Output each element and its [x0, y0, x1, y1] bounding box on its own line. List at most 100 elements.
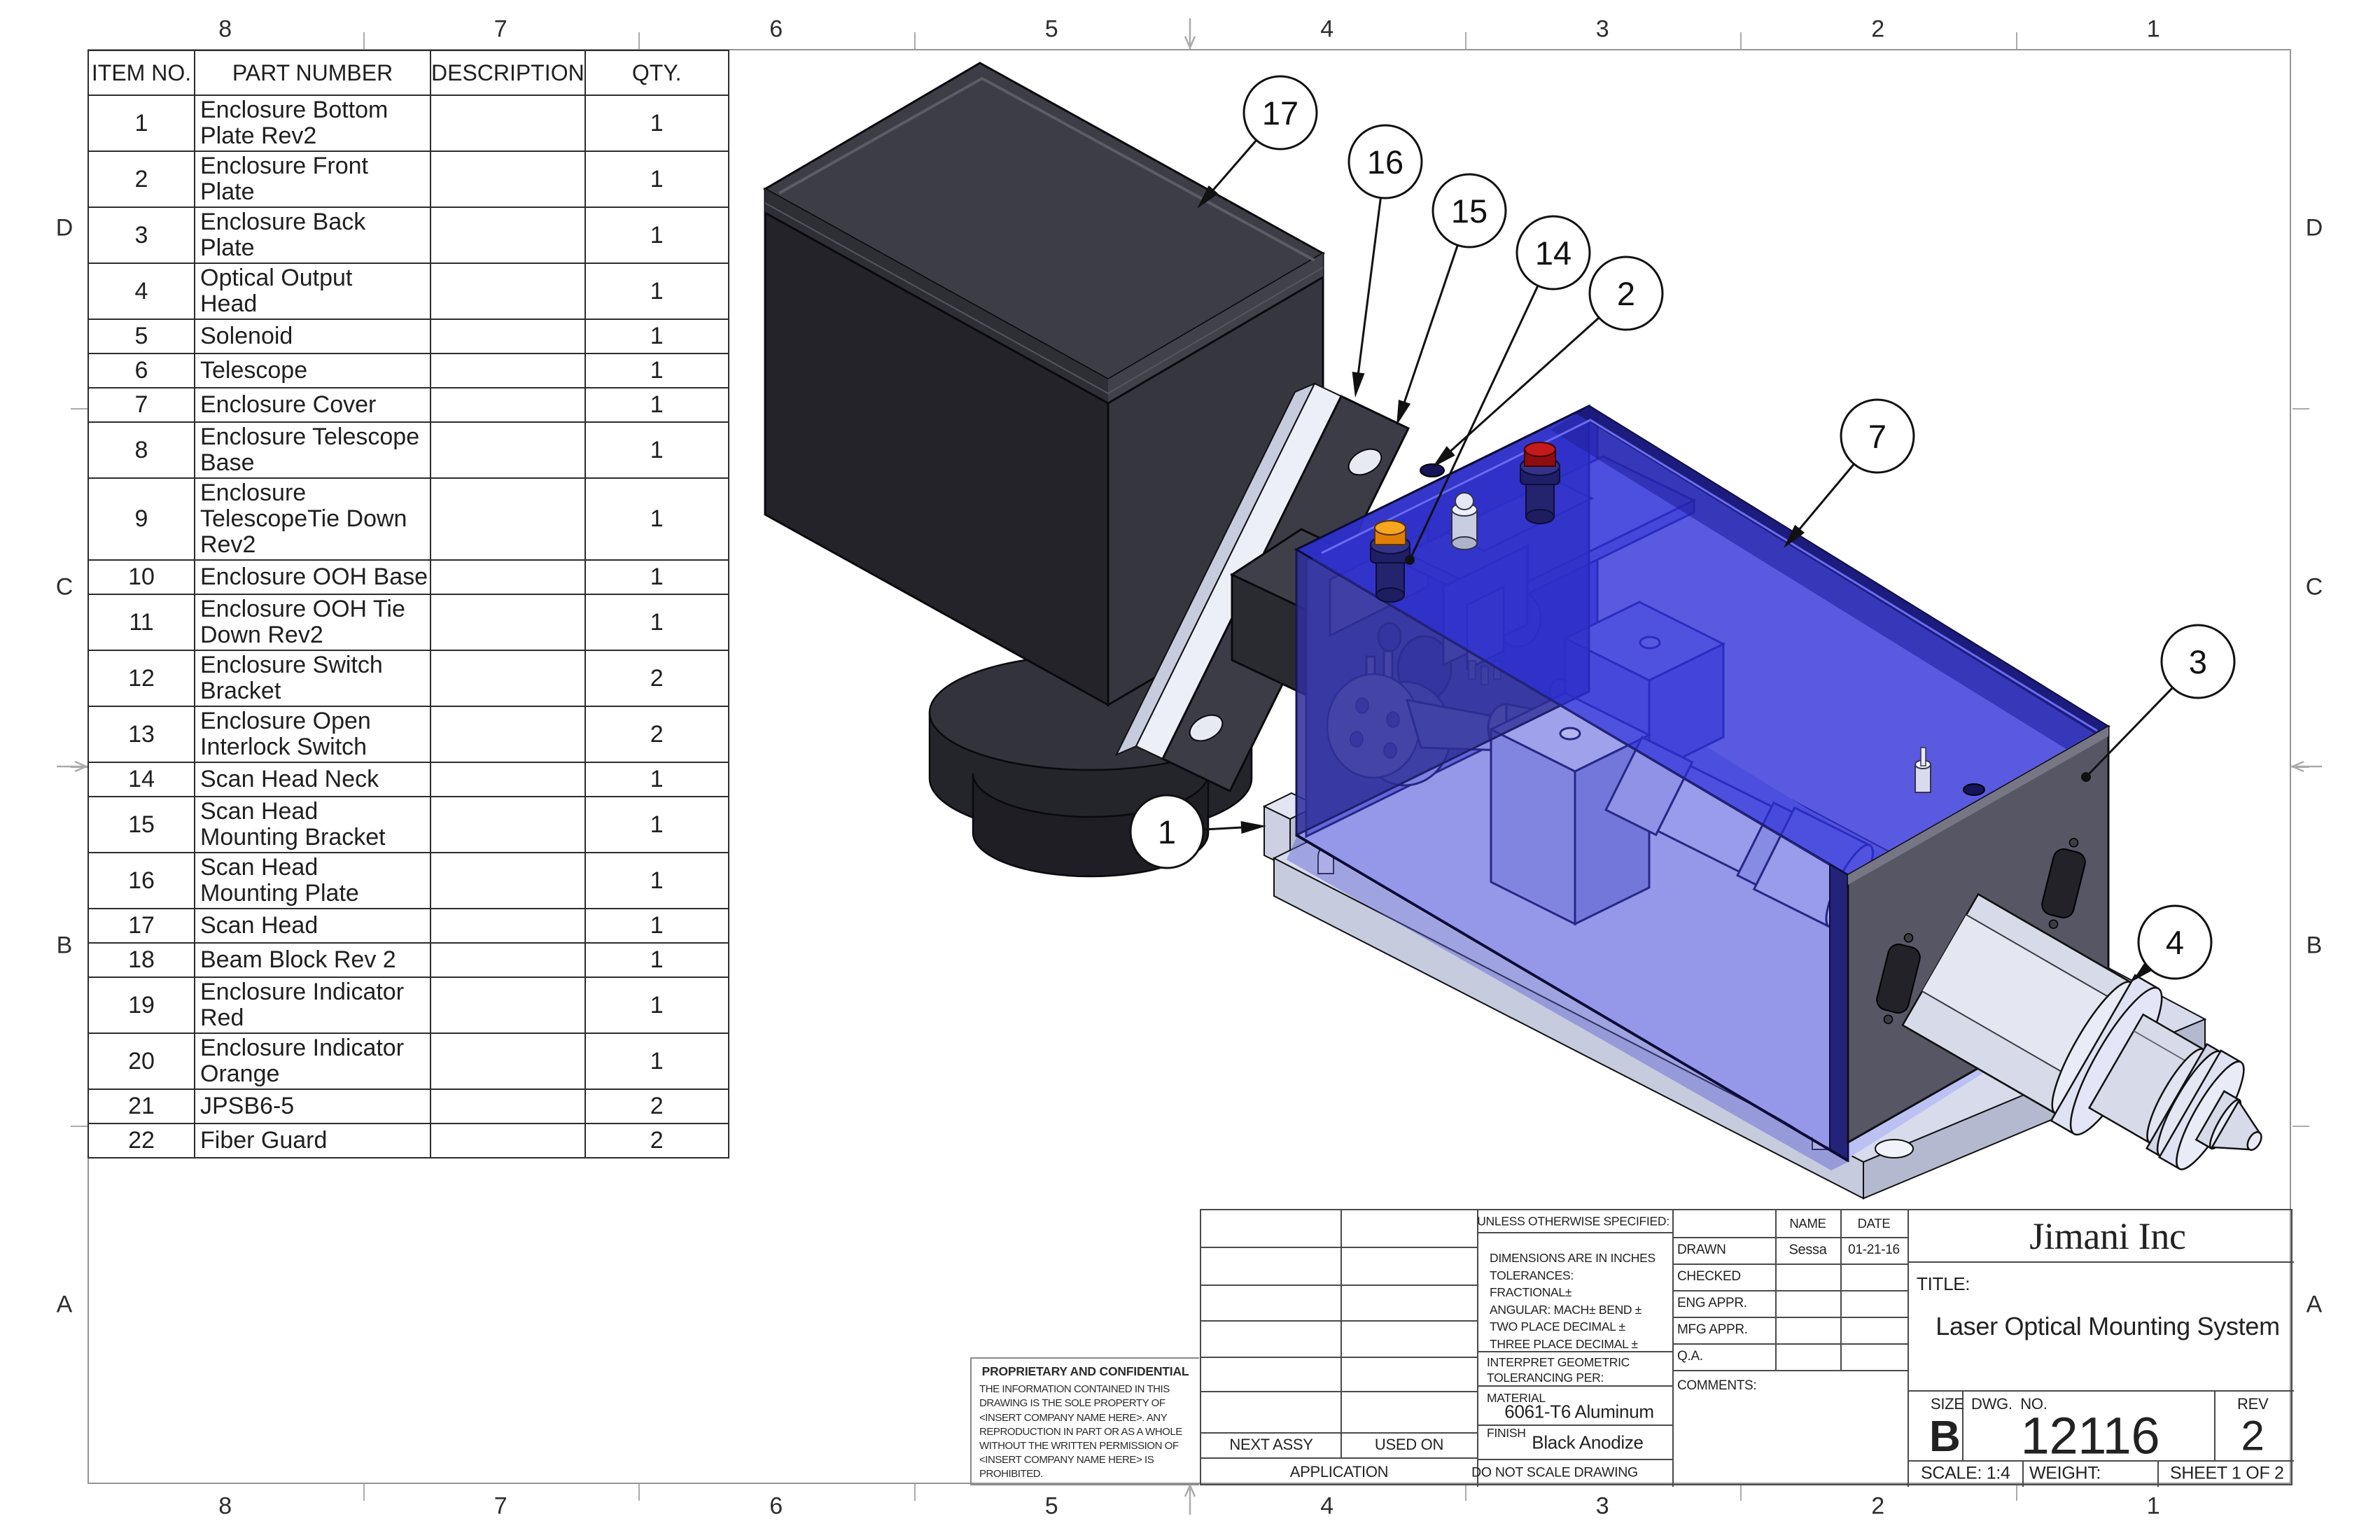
bom-cell-description: [430, 976, 586, 1034]
bom-cell-part: JPSB6-5: [194, 1088, 431, 1124]
bom-cell-part: Enclosure Bottom Plate Rev2: [194, 94, 431, 152]
bom-cell-item: 15: [88, 796, 195, 853]
bom-cell-item: 18: [88, 942, 195, 978]
title-block-line: [1477, 1424, 1672, 1426]
approval-label: DRAWN: [1677, 1242, 1726, 1257]
bom-cell-description: [430, 942, 586, 978]
zone-tick: [71, 1125, 88, 1127]
bom-cell-qty: 1: [584, 942, 729, 978]
balloon-3: 3: [2081, 624, 2236, 782]
bom-cell-part: Scan Head Mounting Bracket: [194, 796, 431, 853]
title-block-line: [1672, 1343, 1907, 1345]
finish-value: Black Anodize: [1532, 1432, 1644, 1453]
bom-cell-item: 20: [88, 1032, 195, 1090]
bom-cell-part: Enclosure Telescope Base: [194, 421, 431, 479]
proprietary-note: PROPRIETARY AND CONFIDENTIAL THE INFORMA…: [970, 1357, 1199, 1485]
zone-tick: [2015, 1484, 2017, 1501]
zone-tick: [2292, 407, 2309, 410]
proprietary-body: THE INFORMATION CONTAINED IN THIS DRAWIN…: [979, 1383, 1182, 1480]
zone-col-top: 5: [1044, 15, 1058, 43]
rev-value: 2: [2241, 1412, 2264, 1460]
bom-cell-qty: 1: [584, 908, 729, 944]
bom-cell-part: Enclosure Switch Bracket: [194, 650, 431, 707]
bom-cell-description: [430, 1123, 586, 1158]
bom-cell-description: [430, 594, 586, 651]
bom-cell-description: [430, 353, 586, 388]
weight-text: WEIGHT:: [2029, 1463, 2101, 1483]
zone-col-bottom: 8: [218, 1492, 232, 1520]
bom-cell-qty: 2: [584, 1123, 729, 1158]
zone-tick: [638, 32, 640, 49]
title-block-line: [1201, 1247, 1477, 1248]
title-block-line: [1477, 1351, 1672, 1352]
scan-head: [762, 62, 1326, 707]
bom-cell-description: [430, 206, 586, 264]
bom-cell-part: Scan Head Mounting Plate: [194, 852, 431, 909]
bom-cell-description: [430, 421, 586, 479]
zone-row-right: B: [2306, 932, 2323, 959]
zone-col-bottom: 4: [1320, 1492, 1334, 1520]
bom-header-item: ITEM NO.: [88, 50, 195, 96]
bom-cell-part: Scan Head: [194, 908, 431, 944]
bom-cell-item: 10: [88, 559, 195, 595]
bom-cell-description: [430, 796, 586, 853]
next-assy-label: NEXT ASSY: [1229, 1436, 1313, 1453]
bom-cell-qty: 1: [584, 206, 729, 264]
bom-header-part: PART NUMBER: [194, 50, 431, 96]
bom-cell-qty: 1: [584, 976, 729, 1034]
dwg-number: 12116: [2020, 1406, 2160, 1465]
bom-cell-item: 5: [88, 318, 195, 354]
balloon-14: 14: [1405, 215, 1591, 565]
post-right: [1914, 747, 1931, 793]
title-block-line: [1672, 1317, 1907, 1318]
balloon-7: 7: [1784, 398, 1915, 548]
zone-row-left: D: [55, 214, 74, 241]
bom-cell-qty: 2: [584, 706, 729, 763]
zone-col-bottom: 7: [493, 1492, 507, 1520]
button-silver: [1451, 492, 1478, 550]
bom-cell-qty: 2: [584, 650, 729, 707]
zone-tick: [638, 1484, 640, 1501]
bom-cell-qty: 1: [584, 594, 729, 651]
bom-cell-part: Telescope: [194, 353, 431, 388]
title-block-line: [1477, 1385, 1672, 1387]
bom-cell-part: Enclosure Back Plate: [194, 206, 431, 264]
title-block-line: [2214, 1390, 2216, 1460]
zone-col-bottom: 5: [1044, 1492, 1058, 1520]
bom-cell-description: [430, 318, 586, 354]
title-block-line: [1907, 1210, 1909, 1487]
zone-tick: [363, 1484, 365, 1501]
zone-col-bottom: 6: [769, 1492, 783, 1520]
bom-cell-qty: 1: [584, 477, 729, 561]
zone-row-left: A: [56, 1291, 73, 1318]
bom-cell-description: [430, 477, 586, 561]
drawing-title: Laser Optical Mounting System: [1935, 1312, 2280, 1340]
zone-tick: [1740, 32, 1742, 49]
bom-cell-part: Fiber Guard: [194, 1123, 431, 1158]
enclosure-cover: [1287, 404, 2110, 1170]
bom-cell-item: 16: [88, 852, 195, 909]
title-label: TITLE:: [1917, 1273, 1970, 1294]
balloon-2: 2: [1432, 255, 1664, 468]
title-block-line: [1201, 1457, 1477, 1459]
approval-label: Q.A.: [1677, 1349, 1703, 1364]
title-block-line: [1201, 1320, 1477, 1322]
bom-cell-part: Enclosure TelescopeTie Down Rev2: [194, 477, 431, 561]
bom-cell-qty: 1: [584, 94, 729, 152]
zone-tick: [2015, 32, 2017, 49]
proprietary-heading: PROPRIETARY AND CONFIDENTIAL: [981, 1364, 1189, 1378]
title-block-line: [1672, 1290, 1907, 1292]
bom-cell-part: Enclosure Cover: [194, 387, 431, 423]
zone-col-top: 7: [493, 15, 507, 43]
